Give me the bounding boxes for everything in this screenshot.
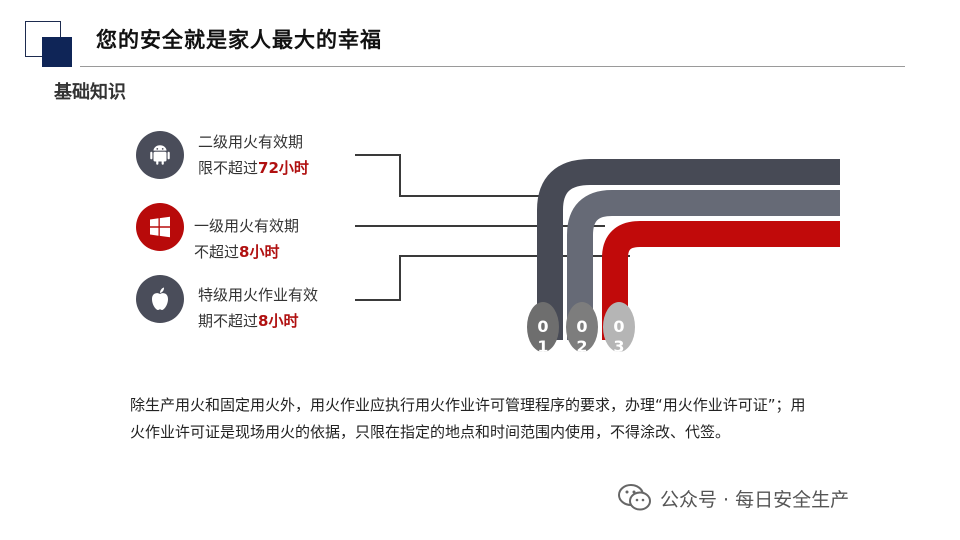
marker-03-label: 03 [613,317,625,352]
connector-lines [355,154,630,301]
marker-03: 03 [603,302,635,352]
item-1-highlight: 72小时 [258,159,309,177]
item-1-text: 二级用火有效期 限不超过72小时 [198,129,309,181]
windows-icon [150,216,170,238]
wechat-icon [618,484,651,511]
item-2-line2: 不超过8小时 [194,239,299,265]
band-03 [602,221,840,340]
item-1-prefix: 限不超过 [198,159,259,177]
item-2-highlight: 8小时 [239,243,280,261]
item-3-circle [136,275,184,323]
item-3-highlight: 8小时 [258,312,299,330]
footer-watermark: 公众号 · 每日安全生产 [618,484,849,512]
header-decoration-solid [42,37,72,67]
connector-line-1 [355,154,560,197]
item-1-line1: 二级用火有效期 [198,133,304,151]
item-2-prefix: 不超过 [194,243,240,261]
apple-icon [152,287,168,310]
item-2-text: 一级用火有效期 不超过8小时 [194,213,299,265]
item-2-circle [136,203,184,251]
item-1-circle [136,131,184,179]
band-02 [567,190,840,340]
item-3-line2: 期不超过8小时 [198,308,318,334]
item-1-line2: 限不超过72小时 [198,155,309,181]
marker-02: 02 [566,302,598,352]
page-title: 您的安全就是家人最大的幸福 [96,28,382,52]
marker-01: 01 [527,302,559,352]
item-3-prefix: 期不超过 [198,312,259,330]
connector-line-3 [355,255,630,301]
item-2-line1: 一级用火有效期 [194,217,300,235]
marker-01-label: 01 [537,317,549,352]
title-divider [80,66,905,67]
item-3-text: 特级用火作业有效 期不超过8小时 [198,282,318,334]
band-01 [537,159,840,340]
footer-text: 公众号 · 每日安全生产 [660,488,850,511]
android-icon [150,145,170,165]
description-paragraph: 除生产用火和固定用火外，用火作业应执行用火作业许可管理程序的要求，办理“用火作业… [130,396,806,441]
item-3-line1: 特级用火作业有效 [198,286,319,304]
marker-02-label: 02 [576,317,588,352]
section-title: 基础知识 [54,82,126,103]
